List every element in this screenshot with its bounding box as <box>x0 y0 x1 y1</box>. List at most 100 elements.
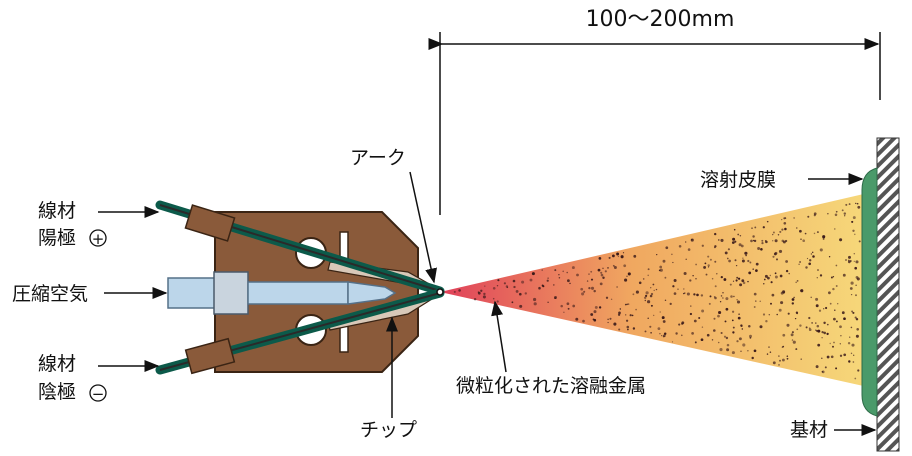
particle-dot <box>737 277 741 280</box>
particle-dot <box>751 356 754 360</box>
particle-dot <box>766 220 769 223</box>
particle-dot <box>832 287 835 291</box>
particle-dot <box>558 276 561 279</box>
particle-dot <box>752 268 754 270</box>
particle-dot <box>720 275 723 279</box>
particle-dot <box>815 297 819 301</box>
particle-dot <box>612 254 615 258</box>
particle-dot <box>851 310 854 313</box>
particle-dot <box>752 235 755 238</box>
particle-dot <box>808 327 811 330</box>
particle-dot <box>783 221 787 225</box>
particle-dot <box>741 328 744 330</box>
particle-dot <box>842 273 846 277</box>
particle-dot <box>590 286 595 290</box>
particle-dot <box>692 275 694 277</box>
particle-dot <box>569 282 571 285</box>
particle-dot <box>843 317 846 321</box>
particle-dot <box>828 291 831 295</box>
particle-dot <box>852 361 855 363</box>
label-wire-cathode-2: 陰極 <box>38 381 76 403</box>
particle-dot <box>605 296 609 299</box>
dimension-text: 100〜200mm <box>586 7 735 32</box>
particle-dot <box>736 276 739 279</box>
particle-dot <box>854 233 856 236</box>
particle-dot <box>681 334 683 337</box>
particle-dot <box>854 316 857 319</box>
particle-dot <box>497 279 500 282</box>
particle-dot <box>834 228 836 230</box>
label-wire-anode-1: 線材 <box>38 200 76 222</box>
particle-dot <box>811 251 814 254</box>
particle-dot <box>547 277 549 279</box>
particle-dot <box>732 331 735 334</box>
particle-dot <box>663 334 666 338</box>
particle-dot <box>732 237 736 241</box>
particle-dot <box>853 260 855 263</box>
particle-dot <box>738 337 742 341</box>
particle-dot <box>736 299 738 301</box>
particle-dot <box>802 239 806 243</box>
particle-dot <box>774 239 778 243</box>
particle-dot <box>848 255 851 259</box>
particle-dot <box>662 259 666 263</box>
particle-dot <box>731 241 735 244</box>
particle-dot <box>593 289 596 293</box>
particle-dot <box>627 303 630 305</box>
particle-dot <box>724 251 728 255</box>
particle-dot <box>786 357 789 360</box>
particle-dot <box>711 339 714 341</box>
particle-dot <box>647 274 649 277</box>
particle-dot <box>627 328 629 331</box>
particle-dot <box>749 337 752 339</box>
particle-dot <box>616 286 618 288</box>
particle-dot <box>759 300 761 302</box>
particle-dot <box>709 258 712 261</box>
particle-dot <box>704 262 707 265</box>
cathode-connector <box>184 337 236 375</box>
particle-dot <box>853 354 855 356</box>
particle-dot <box>583 290 586 293</box>
particle-dot <box>524 292 528 295</box>
particle-dot <box>835 210 838 213</box>
particle-dot <box>731 351 735 355</box>
particle-dot <box>645 291 649 295</box>
particle-dot <box>748 271 752 275</box>
particle-dot <box>819 274 823 277</box>
label-arc: アーク <box>350 147 406 169</box>
particle-dot <box>791 302 794 305</box>
particle-dot <box>800 238 802 240</box>
particle-dot <box>620 255 624 259</box>
particle-dot <box>600 271 603 274</box>
particle-dot <box>734 240 737 243</box>
particle-dot <box>720 238 724 242</box>
particle-dot <box>757 247 761 250</box>
particle-dot <box>678 245 682 248</box>
particle-dot <box>737 316 741 320</box>
particle-dot <box>588 273 590 275</box>
particle-dot <box>745 254 747 257</box>
particle-dot <box>683 288 685 290</box>
particle-dot <box>714 285 717 288</box>
particle-dot <box>732 326 735 329</box>
particle-dot <box>770 302 772 305</box>
particle-dot <box>762 313 766 316</box>
particle-dot <box>673 278 677 283</box>
particle-dot <box>683 271 687 276</box>
particle-dot <box>684 292 686 294</box>
particle-dot <box>847 259 850 262</box>
particle-dot <box>764 239 767 242</box>
anode-connector <box>184 204 236 242</box>
particle-dot <box>753 292 757 296</box>
particle-dot <box>775 258 779 261</box>
particle-dot <box>723 335 727 338</box>
particle-dot <box>785 269 789 273</box>
particle-dot <box>792 340 796 344</box>
particle-dot <box>677 288 679 291</box>
label-compressed-air: 圧縮空気 <box>12 283 88 305</box>
particle-dot <box>582 319 585 323</box>
particle-dot <box>772 231 775 234</box>
particle-dot <box>588 286 591 290</box>
particle-dot <box>580 287 584 291</box>
